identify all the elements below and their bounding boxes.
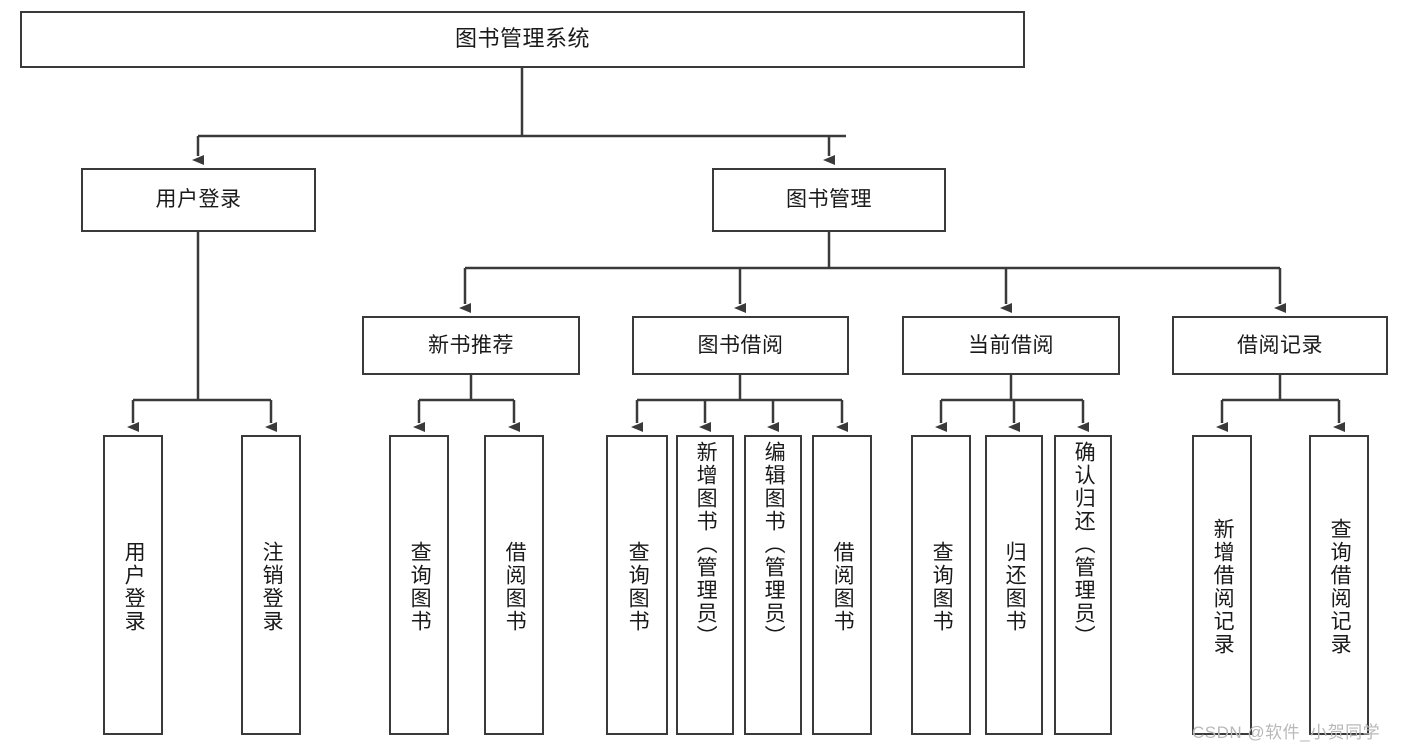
node-leaf-logout[interactable]: 注销登录: [241, 435, 301, 735]
leaf-label: 查询图书: [930, 541, 954, 633]
node-leaf-query-book-3[interactable]: 查询图书: [911, 435, 971, 735]
node-leaf-edit-book[interactable]: 编辑图书（管理员）: [744, 435, 802, 735]
node-user-login[interactable]: 用户登录: [81, 168, 316, 232]
csdn-watermark: CSDN @软件_小贺同学: [1192, 723, 1381, 742]
node-new-book-recommend[interactable]: 新书推荐: [362, 316, 580, 375]
node-book-management[interactable]: 图书管理: [712, 168, 946, 232]
leaf-label: 归还图书: [1003, 541, 1027, 633]
leaf-label: 新增图书（管理员）: [694, 441, 718, 648]
node-leaf-add-record[interactable]: 新增借阅记录: [1192, 435, 1252, 735]
leaf-label: 新增借阅记录: [1211, 518, 1235, 656]
node-leaf-user-login[interactable]: 用户登录: [103, 435, 163, 735]
leaf-label: 编辑图书（管理员）: [762, 441, 786, 648]
leaf-label: 注销登录: [260, 541, 284, 633]
leaf-label: 确认归还（管理员）: [1072, 441, 1096, 648]
leaf-label: 查询图书: [408, 541, 432, 633]
node-leaf-confirm-return[interactable]: 确认归还（管理员）: [1054, 435, 1112, 735]
node-borrow-record[interactable]: 借阅记录: [1172, 316, 1388, 375]
node-leaf-borrow-book-2[interactable]: 借阅图书: [812, 435, 872, 735]
leaf-label: 借阅图书: [831, 541, 855, 633]
node-leaf-return-book[interactable]: 归还图书: [985, 435, 1043, 735]
node-leaf-add-book[interactable]: 新增图书（管理员）: [676, 435, 734, 735]
leaf-label: 查询图书: [626, 541, 650, 633]
node-leaf-query-book-1[interactable]: 查询图书: [389, 435, 449, 735]
node-leaf-query-book-2[interactable]: 查询图书: [606, 435, 668, 735]
node-current-borrow[interactable]: 当前借阅: [902, 316, 1120, 375]
leaf-label: 查询借阅记录: [1328, 518, 1352, 656]
node-leaf-query-record[interactable]: 查询借阅记录: [1309, 435, 1369, 735]
node-root[interactable]: 图书管理系统: [20, 11, 1025, 68]
node-book-borrow[interactable]: 图书借阅: [632, 316, 849, 375]
leaf-label: 用户登录: [122, 541, 146, 633]
leaf-label: 借阅图书: [503, 541, 527, 633]
node-leaf-borrow-book-1[interactable]: 借阅图书: [484, 435, 544, 735]
